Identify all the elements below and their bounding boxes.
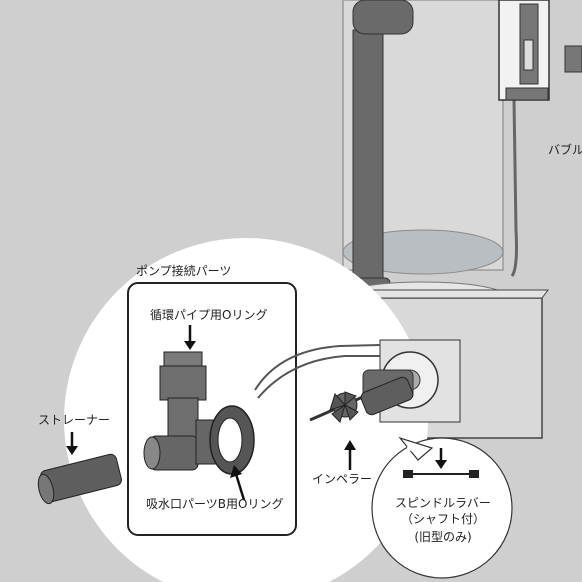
arrow-oring-circ: [184, 341, 196, 350]
circulation-pipe: [352, 29, 384, 293]
air-tube: [510, 99, 518, 277]
callout-arrows: [66, 325, 447, 501]
label-oring-circ: 循環パイプ用Oリング: [150, 308, 268, 322]
label-strainer: ストレーナー: [38, 413, 111, 427]
arrow-impeller: [344, 440, 356, 450]
arrow-oring-inlet: [230, 465, 242, 478]
pump-parts-frame: [127, 282, 297, 536]
label-shaft: （シャフト付）: [400, 512, 485, 526]
highlight-circle: [64, 238, 428, 582]
hose: [254, 344, 381, 391]
label-bubble-partial: バブル: [548, 143, 582, 157]
bubble-counter-window: [523, 39, 534, 71]
spindle-rubber-part: [403, 470, 479, 478]
side-valve: [564, 45, 582, 73]
strainer-part: [37, 453, 122, 505]
label-old-type: (旧型のみ): [414, 530, 472, 544]
label-spindle-rubber: スピンドルラバー: [395, 496, 491, 510]
panel-bracket: [505, 87, 549, 101]
pipe-elbow: [352, 0, 414, 35]
label-pump-parts: ポンプ接続パーツ: [136, 264, 232, 278]
label-impeller: インペラー: [312, 472, 373, 486]
label-oring-inlet: 吸水口パーツB用Oリング: [146, 497, 284, 511]
arrow-spindle: [435, 460, 447, 469]
arrow-strainer: [66, 446, 78, 455]
impeller-part: [309, 376, 414, 423]
